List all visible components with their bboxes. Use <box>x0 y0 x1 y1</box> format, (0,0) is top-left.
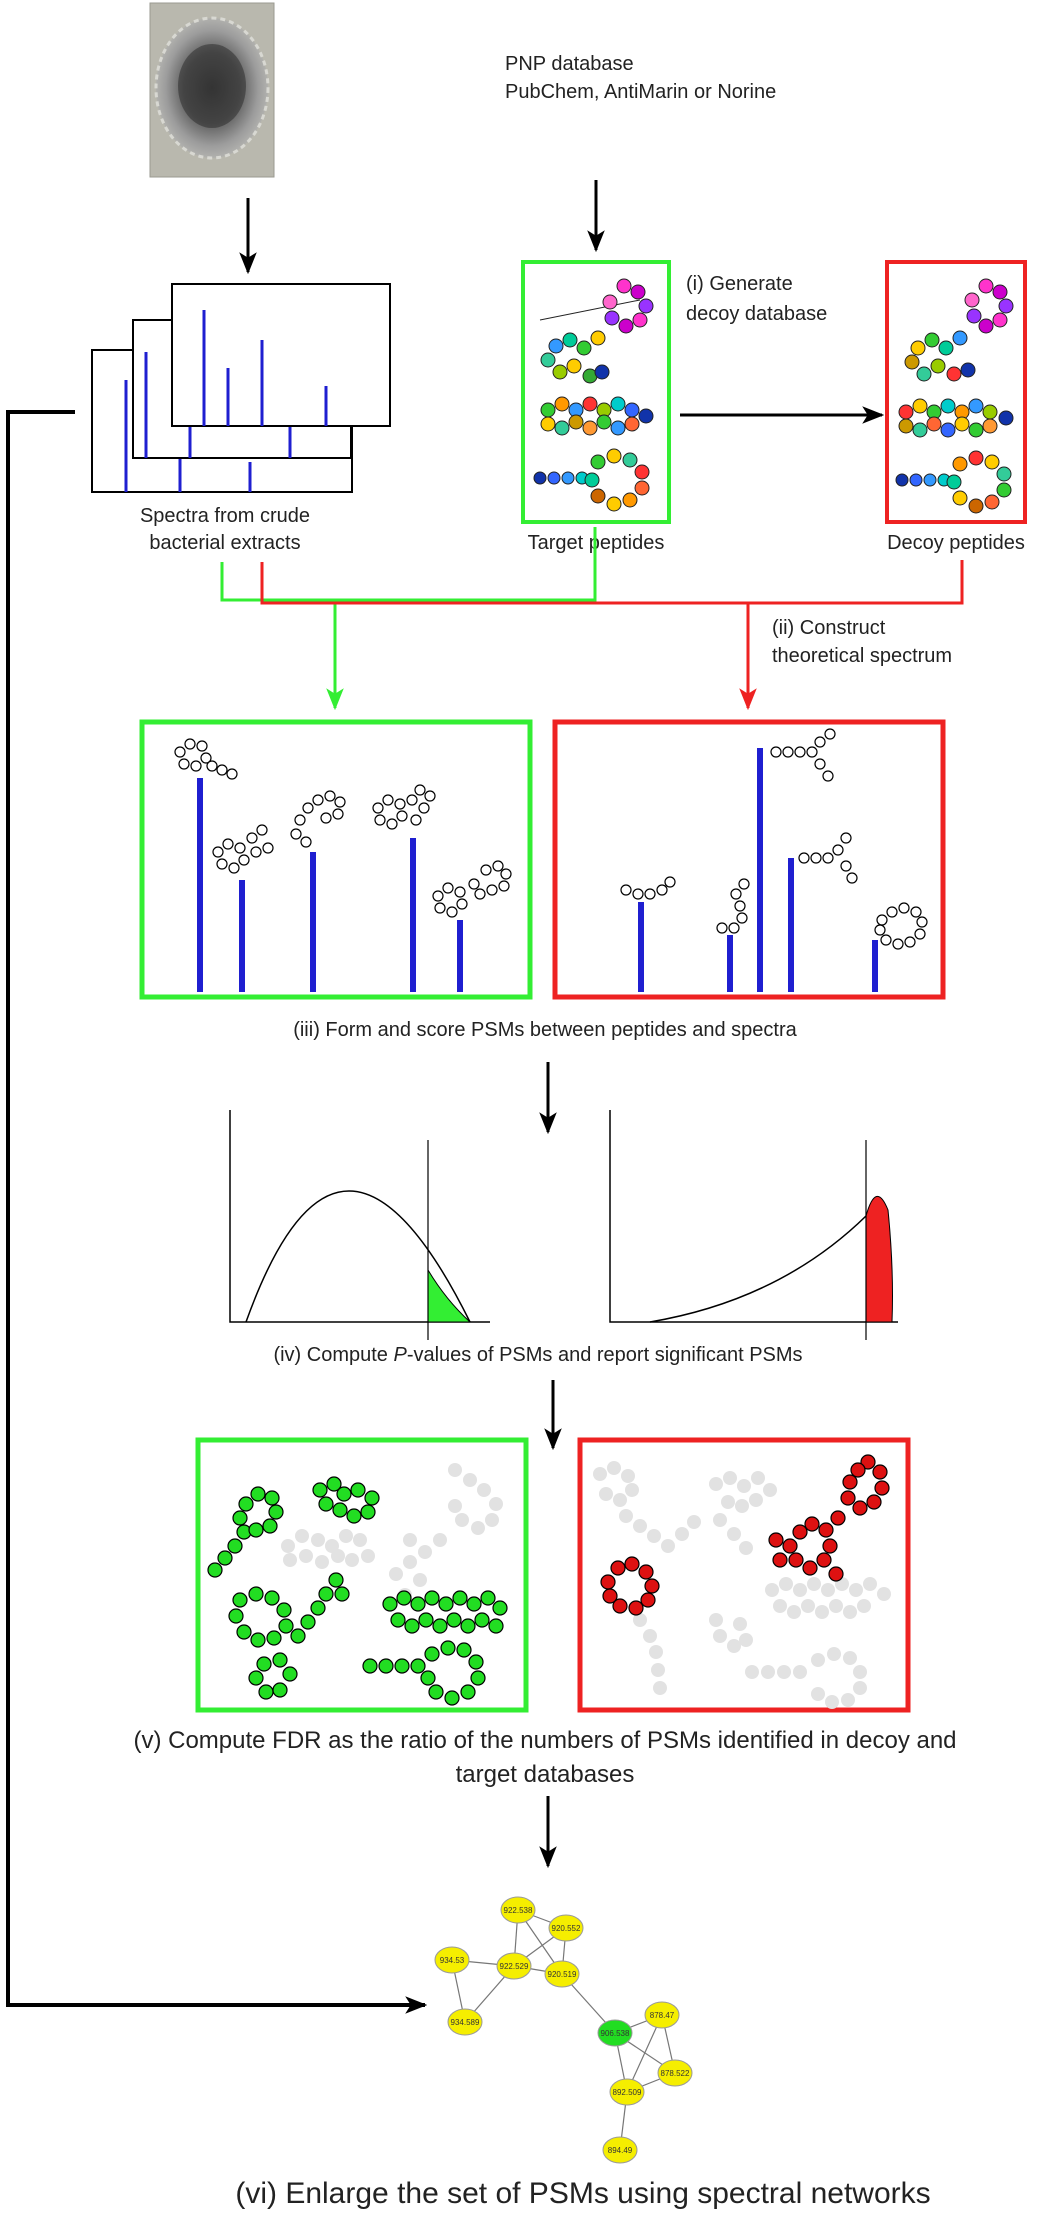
faded-peptides-decoy <box>593 1461 891 1709</box>
step-iv-prefix: (iv) Compute <box>273 1344 393 1366</box>
network-node-label: 934.589 <box>451 2018 480 2027</box>
network-node-label: 920.519 <box>548 1970 577 1979</box>
network-node-label: 922.529 <box>500 1962 529 1971</box>
decoy-theoretical-spectrum <box>638 748 878 992</box>
network-node-label: 920.552 <box>552 1924 581 1933</box>
network-node: 878.522 <box>657 2059 693 2087</box>
bacterial-colony-photo <box>149 2 275 178</box>
spectral-network-nodes: 922.538 920.552 934.53 922.529 920.519 9… <box>434 1896 693 2164</box>
decoy-psm-box <box>552 719 946 1000</box>
decoy-peptide-structures <box>895 278 1014 514</box>
target-psm-network-box <box>195 1437 529 1713</box>
database-sources: PubChem, AntiMarin or Norine <box>505 81 776 103</box>
network-node: 892.509 <box>609 2078 645 2106</box>
step-i-line2: decoy database <box>686 303 827 325</box>
network-node-label: 878.522 <box>661 2069 690 2078</box>
network-node: 920.552 <box>548 1914 584 1942</box>
decoy-peptides-box <box>885 260 1027 524</box>
target-score-distribution <box>229 1110 490 1340</box>
target-peptide-structures <box>533 278 654 512</box>
target-peptides-box <box>521 260 671 524</box>
decoy-peptides-caption: Decoy peptides <box>887 532 1025 554</box>
network-node-label: 894.49 <box>608 2146 633 2155</box>
step-ii-line2: theoretical spectrum <box>772 645 952 667</box>
target-connector <box>220 527 597 711</box>
step-ii-line1: (ii) Construct <box>772 617 886 639</box>
step-vi-label: (vi) Enlarge the set of PSMs using spect… <box>235 2177 930 2210</box>
network-node: 878.47 <box>644 2001 680 2029</box>
decoy-fragment-structures <box>620 728 928 950</box>
step-iv-italic: P <box>393 1344 407 1366</box>
network-node-label: 878.47 <box>650 2011 675 2020</box>
step-iv-suffix: -values of PSMs and report significant P… <box>407 1344 803 1366</box>
network-node: 934.589 <box>447 2008 483 2036</box>
database-title: PNP database <box>505 53 634 75</box>
identified-decoy-peptides <box>600 1454 890 1616</box>
network-node: 920.519 <box>544 1960 580 1988</box>
network-node: 922.529 <box>496 1952 532 1980</box>
target-psm-box <box>139 719 533 1000</box>
spectral-network-edges <box>451 1909 676 2151</box>
faded-peptides-target <box>281 1463 503 1602</box>
decoy-psm-network-box <box>577 1437 911 1713</box>
network-node: 894.49 <box>602 2136 638 2164</box>
network-node: 934.53 <box>434 1946 470 1974</box>
arrow-spectra-to-network <box>6 410 428 2014</box>
network-node-label: 892.509 <box>613 2088 642 2097</box>
step-i-line1: (i) Generate <box>686 273 793 295</box>
spectra-stack <box>91 283 391 493</box>
target-theoretical-spectrum <box>197 778 463 992</box>
identified-target-peptides <box>207 1476 508 1706</box>
decoy-score-distribution <box>609 1110 898 1340</box>
spectra-caption-line1: Spectra from crude <box>140 505 310 527</box>
target-fragment-structures <box>174 738 512 918</box>
network-node-label: 934.53 <box>440 1956 465 1965</box>
decoy-connector <box>260 560 964 711</box>
network-node: 922.538 <box>500 1896 536 1924</box>
step-v-line1: (v) Compute FDR as the ratio of the numb… <box>133 1727 956 1754</box>
step-iv-label: (iv) Compute P-values of PSMs and report… <box>273 1344 802 1366</box>
network-node-label: 906.538 <box>601 2029 630 2038</box>
step-v-line2: target databases <box>456 1761 635 1788</box>
spectra-caption-line2: bacterial extracts <box>149 532 300 554</box>
step-iii-label: (iii) Form and score PSMs between peptid… <box>293 1019 797 1041</box>
network-node-label: 922.538 <box>504 1906 533 1915</box>
network-node: 906.538 <box>597 2019 633 2047</box>
